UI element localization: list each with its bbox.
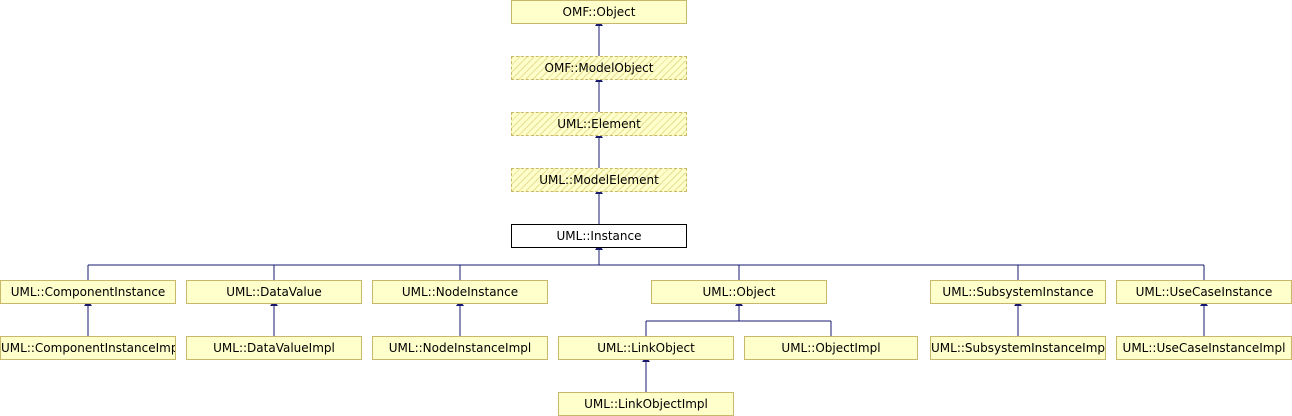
node-uml-usecaseinstance[interactable]: UML::UseCaseInstance	[1116, 280, 1292, 304]
node-uml-subsysteminstanceimpl[interactable]: UML::SubsystemInstanceImpl	[930, 336, 1106, 360]
node-uml-datavalue-label: UML::DataValue	[226, 285, 322, 299]
node-uml-object-label: UML::Object	[702, 285, 776, 299]
node-uml-nodeinstance-label: UML::NodeInstance	[401, 285, 519, 299]
node-uml-linkobjectimpl-label: UML::LinkObjectImpl	[584, 397, 708, 411]
node-uml-componentinstanceimpl[interactable]: UML::ComponentInstanceImpl	[0, 336, 176, 360]
node-uml-datavalueimpl[interactable]: UML::DataValueImpl	[186, 336, 362, 360]
node-omf-modelobject[interactable]: OMF::ModelObject	[511, 56, 687, 80]
node-omf-object[interactable]: OMF::Object	[511, 0, 687, 24]
node-uml-usecaseinstanceimpl-label: UML::UseCaseInstanceImpl	[1122, 341, 1286, 355]
node-uml-subsysteminstance[interactable]: UML::SubsystemInstance	[930, 280, 1106, 304]
node-uml-objectimpl[interactable]: UML::ObjectImpl	[744, 336, 918, 360]
node-uml-usecaseinstanceimpl[interactable]: UML::UseCaseInstanceImpl	[1116, 336, 1292, 360]
node-uml-instance-label: UML::Instance	[556, 229, 642, 243]
node-uml-nodeinstance[interactable]: UML::NodeInstance	[372, 280, 548, 304]
node-uml-datavalueimpl-label: UML::DataValueImpl	[213, 341, 335, 355]
node-uml-linkobjectimpl[interactable]: UML::LinkObjectImpl	[558, 392, 734, 416]
node-omf-object-label: OMF::Object	[562, 5, 636, 19]
node-uml-modelelement-label: UML::ModelElement	[539, 173, 659, 187]
node-uml-componentinstanceimpl-label: UML::ComponentInstanceImpl	[1, 341, 176, 355]
node-uml-datavalue[interactable]: UML::DataValue	[186, 280, 362, 304]
node-uml-componentinstance-label: UML::ComponentInstance	[10, 285, 166, 299]
node-uml-element-label: UML::Element	[557, 117, 641, 131]
node-uml-subsysteminstance-label: UML::SubsystemInstance	[942, 285, 1094, 299]
node-uml-instance: UML::Instance	[511, 224, 687, 248]
node-uml-objectimpl-label: UML::ObjectImpl	[781, 341, 881, 355]
node-uml-modelelement[interactable]: UML::ModelElement	[511, 168, 687, 192]
node-uml-usecaseinstance-label: UML::UseCaseInstance	[1135, 285, 1273, 299]
node-uml-linkobject[interactable]: UML::LinkObject	[558, 336, 734, 360]
node-omf-modelobject-label: OMF::ModelObject	[544, 61, 654, 75]
node-uml-subsysteminstanceimpl-label: UML::SubsystemInstanceImpl	[931, 341, 1106, 355]
node-uml-componentinstance[interactable]: UML::ComponentInstance	[0, 280, 176, 304]
node-uml-nodeinstanceimpl-label: UML::NodeInstanceImpl	[388, 341, 532, 355]
node-uml-element[interactable]: UML::Element	[511, 112, 687, 136]
node-uml-object[interactable]: UML::Object	[651, 280, 827, 304]
node-uml-linkobject-label: UML::LinkObject	[597, 341, 695, 355]
node-uml-nodeinstanceimpl[interactable]: UML::NodeInstanceImpl	[372, 336, 548, 360]
